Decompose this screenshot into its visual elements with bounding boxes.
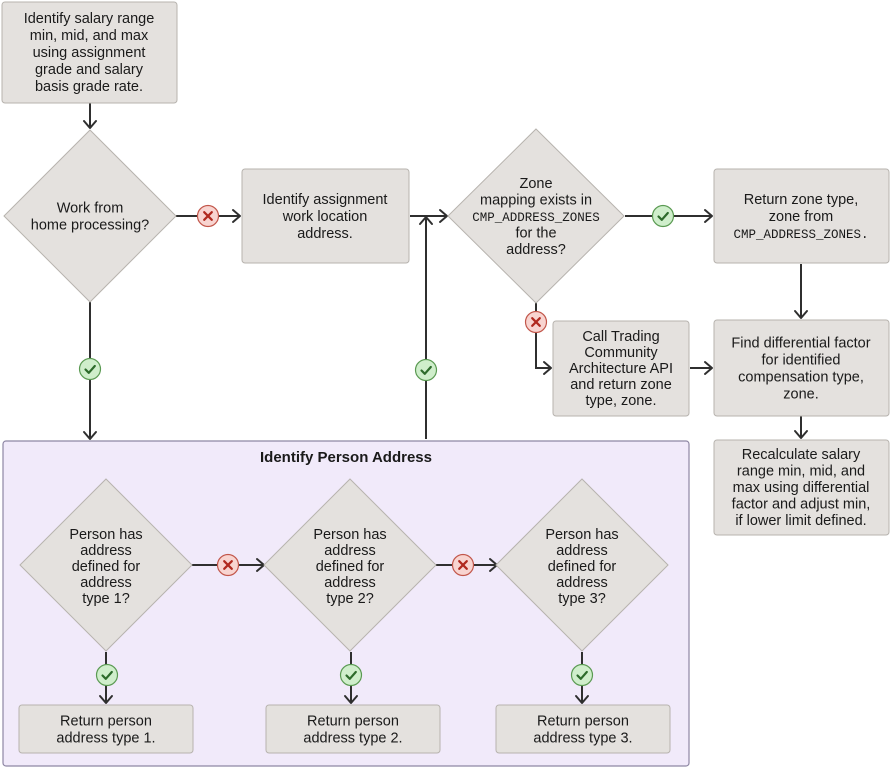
label-line: address type 3. — [533, 731, 632, 747]
edge-zone-to-tca — [535, 300, 551, 369]
label-line: address — [80, 543, 132, 559]
label-line: Community — [584, 345, 658, 361]
label-line: zone. — [783, 387, 818, 403]
label-line: defined for — [316, 559, 385, 575]
label-line: zone from — [769, 209, 833, 225]
label-line: type, zone. — [586, 393, 657, 409]
label-line: type 3? — [558, 591, 606, 607]
label-line: type 1? — [82, 591, 130, 607]
label-line: Return person — [537, 714, 629, 730]
label-line: address. — [297, 226, 353, 242]
label-line: address — [324, 543, 376, 559]
label-line: Return zone type, — [744, 192, 858, 208]
label-line: Identify assignment — [263, 192, 388, 208]
identify-range-box — [1, 1, 178, 104]
recalculate-box — [713, 439, 890, 536]
label-line: type 2? — [326, 591, 374, 607]
check-icon — [570, 663, 594, 687]
address-type-1-diamond — [19, 478, 193, 652]
label-line: work location — [282, 209, 368, 225]
label-line: address type 2. — [303, 731, 402, 747]
label-line: CMP_ADDRESS_ZONES — [472, 211, 600, 225]
check-icon — [95, 663, 119, 687]
label-line: min, mid, and max — [30, 28, 149, 44]
label-line: address? — [506, 242, 566, 258]
label-line: Person has — [69, 527, 142, 543]
address-type-3-diamond — [495, 478, 669, 652]
label-line: CMP_ADDRESS_ZONES. — [733, 228, 868, 242]
label-line: address — [556, 543, 608, 559]
cross-icon — [196, 204, 220, 228]
label-line: Person has — [313, 527, 386, 543]
label-line: Person has — [545, 527, 618, 543]
zone-mapping-diamond — [447, 128, 625, 304]
label-line: address — [80, 575, 132, 591]
label-line: Recalculate salary — [742, 447, 861, 463]
label-line: basis grade rate. — [35, 79, 143, 95]
return-type-2-box — [265, 704, 441, 754]
label-line: address type 1. — [56, 731, 155, 747]
label-line: for identified — [762, 353, 841, 369]
label-line: mapping exists in — [480, 193, 592, 209]
label-line: Zone — [519, 176, 552, 192]
check-icon — [78, 357, 102, 381]
label-line: address — [556, 575, 608, 591]
label-line: for the — [515, 226, 556, 242]
label-line: using assignment — [33, 45, 146, 61]
label-line: Return person — [307, 714, 399, 730]
label-line: compensation type, — [738, 370, 864, 386]
cross-icon — [216, 553, 240, 577]
check-icon — [414, 358, 438, 382]
label-line: if lower limit defined. — [735, 513, 866, 529]
label-line: Call Trading — [582, 329, 659, 345]
label-line: Find differential factor — [731, 336, 870, 352]
label-line: address — [324, 575, 376, 591]
label-line: and return zone — [570, 377, 672, 393]
label-line: factor and adjust min, — [732, 497, 871, 513]
return-type-1-box — [18, 704, 194, 754]
check-icon — [651, 204, 675, 228]
wfh-diamond — [3, 129, 177, 303]
label-line: defined for — [72, 559, 141, 575]
address-type-2-diamond — [263, 478, 437, 652]
label-line: Identify salary range — [24, 11, 155, 27]
cross-icon — [524, 310, 548, 334]
label-line: Return person — [60, 714, 152, 730]
find-factor-box — [713, 319, 890, 417]
label-line: Architecture API — [569, 361, 673, 377]
label-line: grade and salary — [35, 62, 144, 78]
label-line: Work from — [57, 201, 124, 217]
call-tca-box — [552, 320, 690, 417]
label-line: range min, mid, and — [737, 464, 865, 480]
check-icon — [339, 663, 363, 687]
return-zone-box — [713, 168, 890, 264]
group-title: Identify Person Address — [260, 449, 432, 466]
label-line: max using differential — [733, 480, 870, 496]
return-type-3-box — [495, 704, 671, 754]
identify-work-location-box — [241, 168, 410, 264]
label-line: defined for — [548, 559, 617, 575]
label-line: home processing? — [31, 218, 150, 234]
cross-icon — [451, 553, 475, 577]
